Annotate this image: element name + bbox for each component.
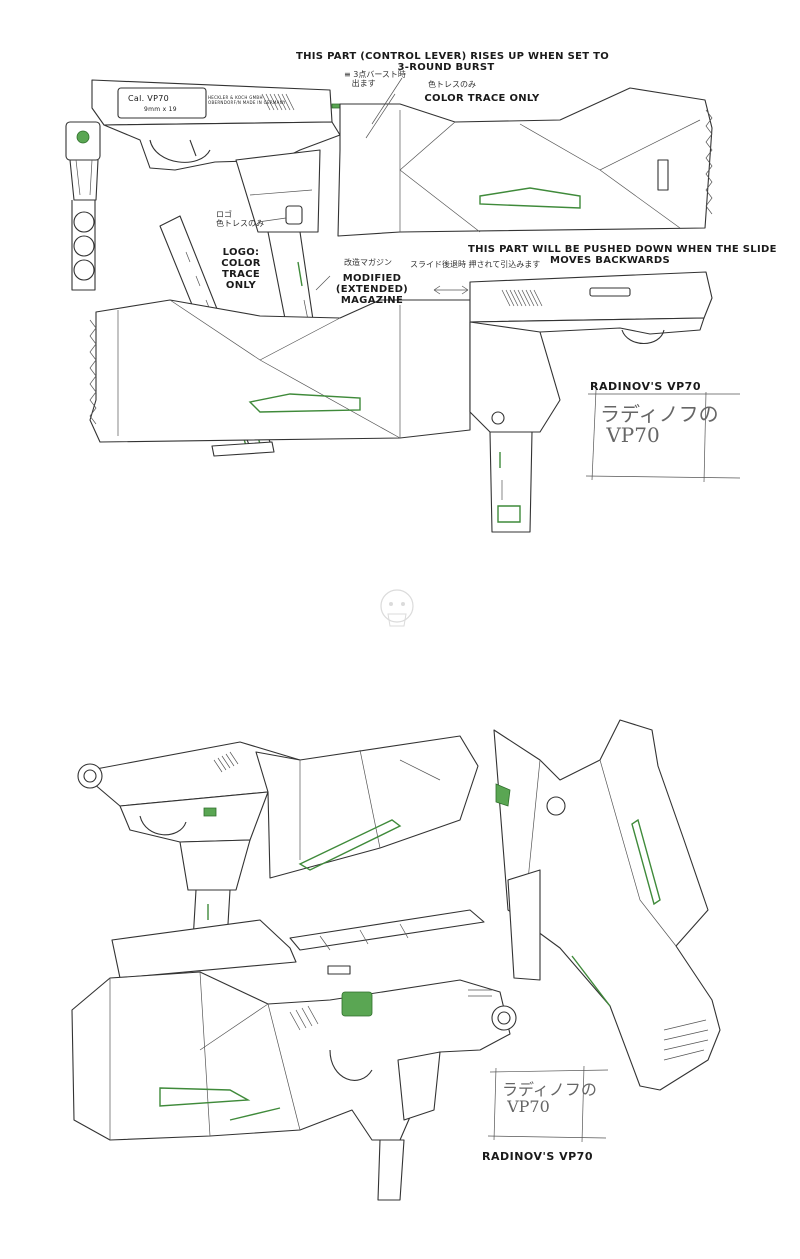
side-view-with-stock [91,79,713,237]
japanese-note-logo: ロゴ 色トレスのみ [216,210,264,228]
caption-top: RADINOV'S VP70 [590,380,701,393]
title-box-top-text: ラディノフの VP70 [600,402,719,447]
annotation-slide-push: THIS PART WILL BE PUSHED DOWN WHEN THE S… [468,244,777,266]
annotation-control-lever: THIS PART (CONTROL LEVER) RISES UP WHEN … [296,51,610,73]
rear-three-quarter-view [493,719,721,1091]
japanese-note-burst: ≡ 3点バースト時 出ます [344,70,406,88]
title-box-top-frame [585,389,741,483]
annotation-color-trace-only: COLOR TRACE ONLY [424,93,540,104]
japanese-note-slide: スライド後退時 押されて引込みます [410,260,541,269]
slide-engraving-maker: HECKLER & KOCH GMBH OBERNDORF/N MADE IN … [208,95,286,105]
slide-engraving-model: Cal. VP70 [128,94,169,103]
japanese-note-magazine: 改造マガジン [344,258,392,267]
front-view-sketch [65,121,101,291]
three-quarter-view-lower [71,965,517,1201]
double-arrow [433,285,469,295]
slide-serrations-mirrored [501,289,543,307]
three-quarter-view-upper [77,735,485,979]
slide-serrations [261,93,295,111]
watermark-mascot [380,589,414,627]
side-view-mirrored [89,271,713,533]
slide-engraving-caliber: 9mm x 19 [144,106,177,113]
japanese-note-color-trace: 色トレスのみ [428,80,476,89]
annotation-logo-color-trace: LOGO: COLOR TRACE ONLY [221,247,261,291]
title-box-bottom-frame [487,1065,609,1143]
title-box-bottom-text: ラディノフの VP70 [502,1080,597,1116]
caption-bottom: RADINOV'S VP70 [482,1150,593,1163]
annotation-modified-magazine: MODIFIED (EXTENDED) MAGAZINE [335,273,409,306]
leader-lines [257,77,403,291]
